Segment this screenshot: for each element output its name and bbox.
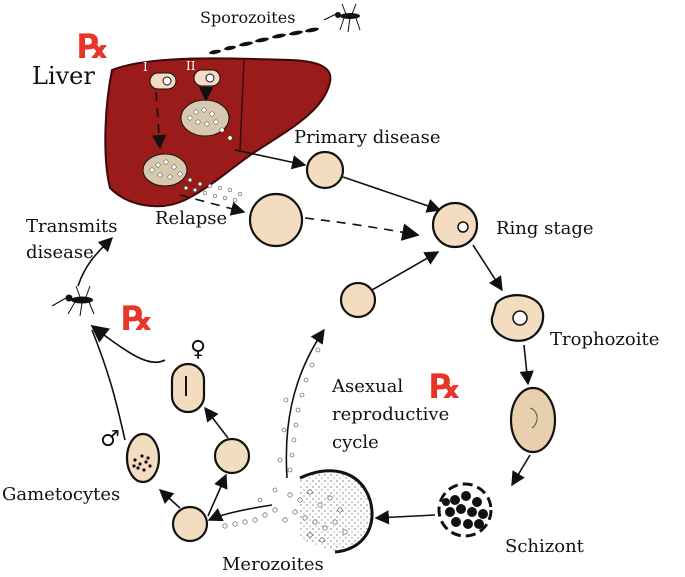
late-trophozoite-detail bbox=[529, 407, 538, 429]
gametocyte-precursor-cell bbox=[171, 505, 209, 543]
merozoite-invasion-cell bbox=[339, 281, 377, 319]
female-symbol-icon: ♀ bbox=[190, 337, 206, 362]
late-trophozoite-cell bbox=[509, 386, 557, 454]
primary-disease-cell bbox=[305, 150, 345, 190]
liver-stage-2-label: II bbox=[186, 59, 196, 73]
asexual-cycle-line1: Asexual bbox=[331, 376, 403, 397]
relapse-cell bbox=[248, 192, 304, 248]
transmits-disease-line1: Transmits bbox=[26, 216, 117, 237]
gametocytes-label: Gametocytes bbox=[2, 484, 120, 505]
schizont-cell bbox=[437, 482, 493, 538]
ruptured-cell-stipple bbox=[300, 470, 373, 552]
schizont-label: Schizont bbox=[505, 536, 585, 557]
merozoite-cloud bbox=[222, 347, 348, 543]
liver-label: Liver bbox=[32, 62, 95, 90]
mosquito-icon bbox=[323, 3, 361, 33]
mosquito-icon bbox=[51, 285, 95, 317]
sporozoite-stream bbox=[209, 27, 319, 55]
asexual-cycle-line3: cycle bbox=[332, 432, 379, 453]
liver-merozoite-trail bbox=[183, 177, 243, 203]
relapse-label: Relapse bbox=[155, 208, 227, 229]
asexual-cycle-line2: reproductive bbox=[332, 404, 449, 425]
trophozoite-label: Trophozoite bbox=[550, 329, 659, 350]
male-symbol-icon: ♂ bbox=[100, 427, 120, 452]
ring-stage-label: Ring stage bbox=[496, 218, 594, 239]
rx-symbol-icon: ℞ bbox=[78, 27, 108, 67]
ring-stage-cell bbox=[431, 201, 479, 249]
sporozoites-label: Sporozoites bbox=[200, 8, 295, 27]
primary-disease-label: Primary disease bbox=[294, 127, 441, 148]
female-precursor-cell bbox=[213, 437, 251, 475]
rx-symbol-icon: ℞ bbox=[430, 367, 460, 407]
transmits-disease-line2: disease bbox=[26, 242, 94, 263]
trophozoite-nucleus bbox=[512, 310, 528, 326]
female-gametocyte-cell bbox=[170, 362, 206, 414]
male-gametocyte-cell bbox=[125, 432, 161, 484]
liver-stage-1-label: I bbox=[143, 60, 148, 74]
rx-symbol-icon: ℞ bbox=[122, 299, 152, 339]
merozoites-label: Merozoites bbox=[222, 554, 324, 575]
male-gametocyte-pigment bbox=[132, 454, 152, 472]
liver-illustration bbox=[104, 57, 332, 208]
ring-stage-nucleus bbox=[457, 221, 469, 233]
